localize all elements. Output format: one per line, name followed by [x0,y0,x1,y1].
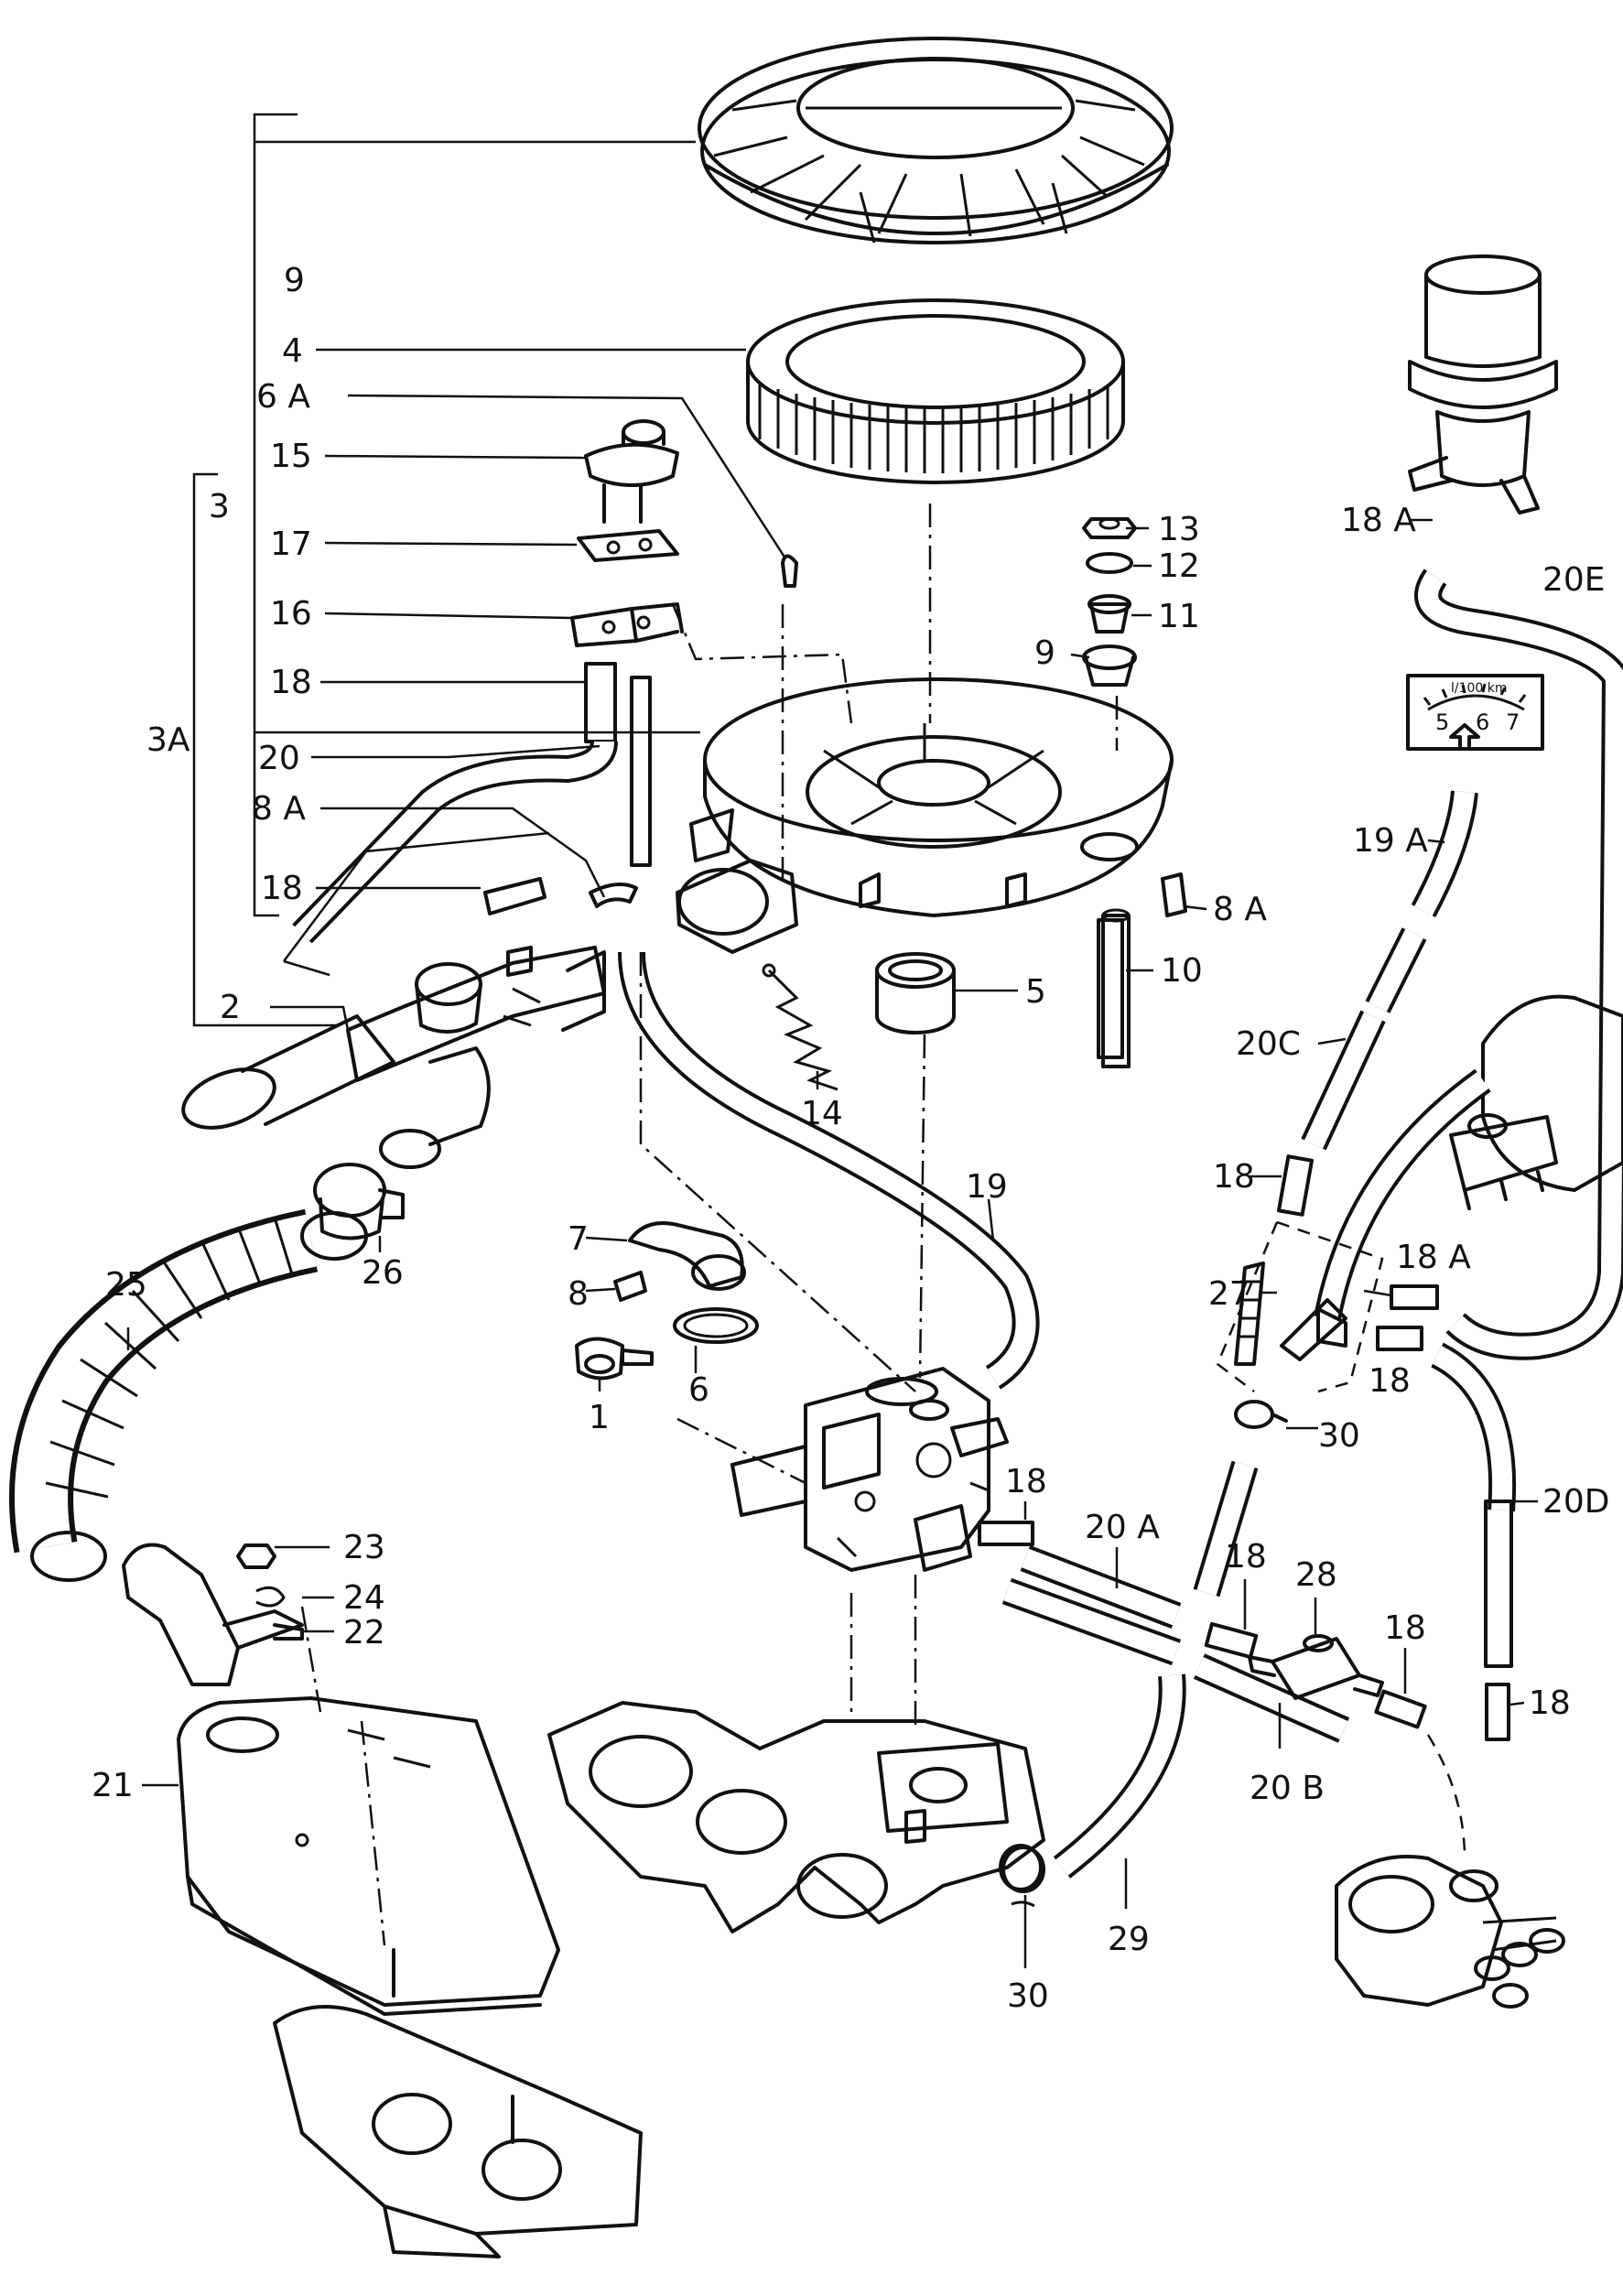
callout-30-bottom: 30 [1007,1977,1049,2015]
tee-and-valve [1216,1220,1384,1393]
callout-18A-right: 18 A [1396,1239,1471,1276]
distributor [1335,1734,1565,2009]
vacuum-unit [1408,255,1558,514]
callout-30-right: 30 [1318,1417,1360,1455]
corrugated-hose [9,1208,368,1582]
callout-6: 6 [688,1371,709,1409]
callout-17: 17 [270,525,312,563]
hose-20 [283,740,1187,977]
callout-26: 26 [362,1254,404,1292]
callout-10: 10 [1161,952,1203,990]
callout-24: 24 [343,1579,385,1617]
gauge-unit: l/100 km [1451,681,1508,696]
callout-3: 3 [209,488,230,525]
air-cleaner-lid [698,37,1174,244]
callout-20E: 20E [1542,561,1606,599]
callout-14: 14 [801,1095,843,1132]
gauge-labels: l/100 km 5 6 7 [1435,681,1520,735]
callout-13: 13 [1158,511,1200,548]
callout-18-20A: 18 [1225,1538,1267,1576]
callout-19A: 19 A [1353,822,1428,860]
gauge-tick-6: 6 [1476,709,1489,735]
callout-15: 15 [270,438,312,475]
air-cleaner-housing [689,677,1174,917]
filter-element [746,298,1125,484]
elbow-bracket [122,1543,304,1686]
hoses-20A-20B [978,1521,1427,1743]
callout-20A: 20 A [1085,1509,1160,1546]
callout-18-far-right: 18 [1529,1684,1571,1722]
hose-clamp [313,1163,405,1240]
callout-5: 5 [1025,973,1046,1011]
intake-manifold [547,1701,1045,1933]
callout-29: 29 [1108,1921,1150,1958]
hose-29-group [1053,1400,1288,1879]
intake-snout [181,859,798,1169]
callout-8: 8 [568,1275,589,1313]
callout-9-right: 9 [1034,634,1055,672]
seal-spring-tube [762,918,1124,1091]
callout-20B: 20 B [1250,1770,1325,1807]
callout-2: 2 [220,989,241,1026]
callout-20D: 20D [1542,1483,1610,1521]
short-hoses-right [1276,1154,1517,1741]
callout-25: 25 [105,1266,147,1304]
callout-18-upper: 18 [270,664,312,701]
callout-18-left: 18 [261,870,303,907]
hose-19 [618,951,1040,1390]
clamp-30-bottom [1001,1846,1045,1908]
callout-28: 28 [1295,1556,1337,1594]
callout-23: 23 [343,1529,385,1566]
callout-7: 7 [568,1220,589,1258]
vacuum-elbow-group [575,1221,759,1381]
callout-9: 9 [284,262,305,299]
gauge-tick-7: 7 [1506,709,1520,735]
callout-19: 19 [966,1168,1008,1206]
vacuum-pump-right [1314,994,1623,1321]
callout-8A: 8 A [252,790,306,828]
callout-22: 22 [343,1614,385,1652]
callout-1: 1 [589,1399,610,1436]
callout-18-mid: 18 [1213,1158,1255,1196]
callout-27: 27 [1208,1275,1250,1313]
callout-18A-top: 18 A [1341,502,1416,539]
consumption-gauge [1406,674,1544,751]
carburettor [730,1367,1009,1572]
callout-18-right: 18 [1369,1362,1411,1400]
head-cover [177,1696,560,2016]
check-valve-28 [1248,1634,1384,1700]
callout-12: 12 [1158,547,1200,585]
hose-19A [1411,790,1478,918]
temperature-regulator-group [570,419,798,647]
leader-lines [126,348,1538,1968]
exhaust-manifold [273,1948,643,2258]
callout-4: 4 [282,332,303,370]
hose-20C [1301,927,1427,1151]
hose-20E [1414,569,1623,1360]
callout-20C: 20C [1236,1025,1301,1063]
callout-18-carb: 18 [1005,1463,1047,1500]
callout-16: 16 [270,595,312,633]
callout-6A: 6 A [256,378,310,416]
callout-21: 21 [92,1767,134,1804]
callout-11: 11 [1158,598,1200,635]
callout-18-28: 18 [1384,1609,1426,1647]
group-brackets [192,113,700,1027]
callout-labels: 9 4 6 A 15 3 17 16 18 3A 20 8 A 18 2 13 … [92,262,1610,2015]
callout-3A: 3A [146,721,190,759]
center-lines [300,504,1119,1946]
nut-washer-stack [1082,517,1137,687]
gauge-tick-5: 5 [1435,709,1449,735]
callout-8A-right: 8 A [1213,891,1267,928]
callout-20: 20 [258,740,300,777]
